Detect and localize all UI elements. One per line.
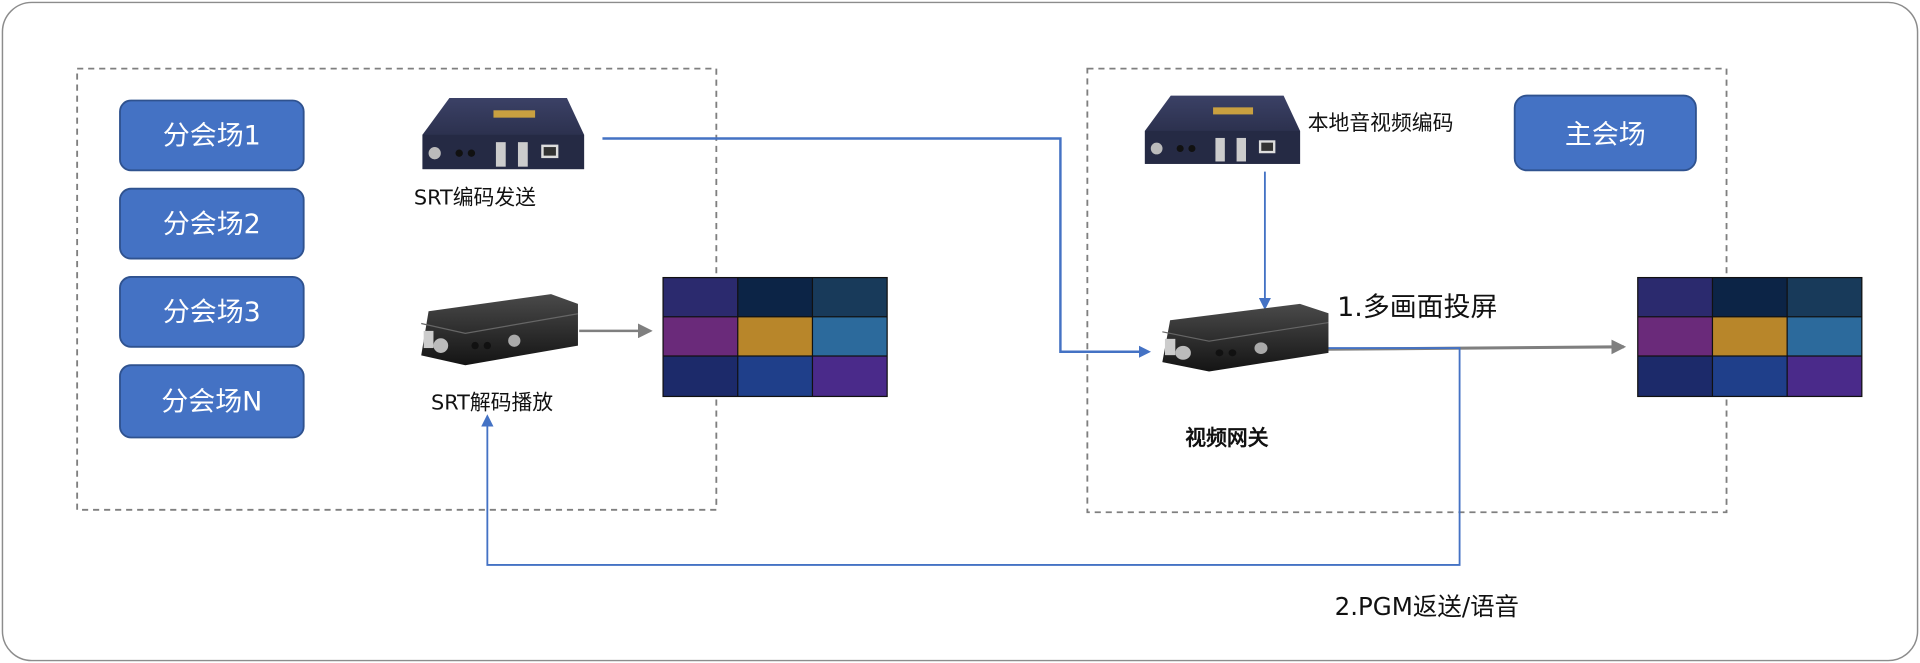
branch-site-label: 分会场N xyxy=(161,387,262,418)
branch-site-label: 分会场3 xyxy=(163,297,261,328)
branch-site-button-3[interactable]: 分会场3 xyxy=(119,276,305,348)
local-encoder-device xyxy=(1144,95,1301,164)
srt-stream-line xyxy=(602,137,1152,358)
srt-decoder-label: SRT解码播放 xyxy=(431,390,553,414)
branch-site-label: 分会场1 xyxy=(163,121,261,152)
srt-encoder-label: SRT编码发送 xyxy=(414,186,536,210)
pgm-return-flow-label: 2.PGM返送/语音 xyxy=(1335,592,1519,621)
pgm-return-line xyxy=(481,347,1461,566)
branch-site-button-2[interactable]: 分会场2 xyxy=(119,187,305,260)
main-multiview-screen xyxy=(1637,276,1863,398)
local-encoder-label: 本地音视频编码 xyxy=(1308,111,1454,135)
branch-multiview-screen xyxy=(662,276,888,398)
branch-site-label: 分会场2 xyxy=(163,209,261,240)
branch-site-button-n[interactable]: 分会场N xyxy=(119,364,305,439)
multiview-flow-label: 1.多画面投屏 xyxy=(1337,292,1497,323)
srt-encoder-device xyxy=(422,98,585,170)
branch-site-button-1[interactable]: 分会场1 xyxy=(119,99,305,172)
main-site-label: 主会场 xyxy=(1565,119,1646,150)
main-site-button[interactable]: 主会场 xyxy=(1513,94,1697,172)
video-gateway-label: 视频网关 xyxy=(1185,426,1268,450)
